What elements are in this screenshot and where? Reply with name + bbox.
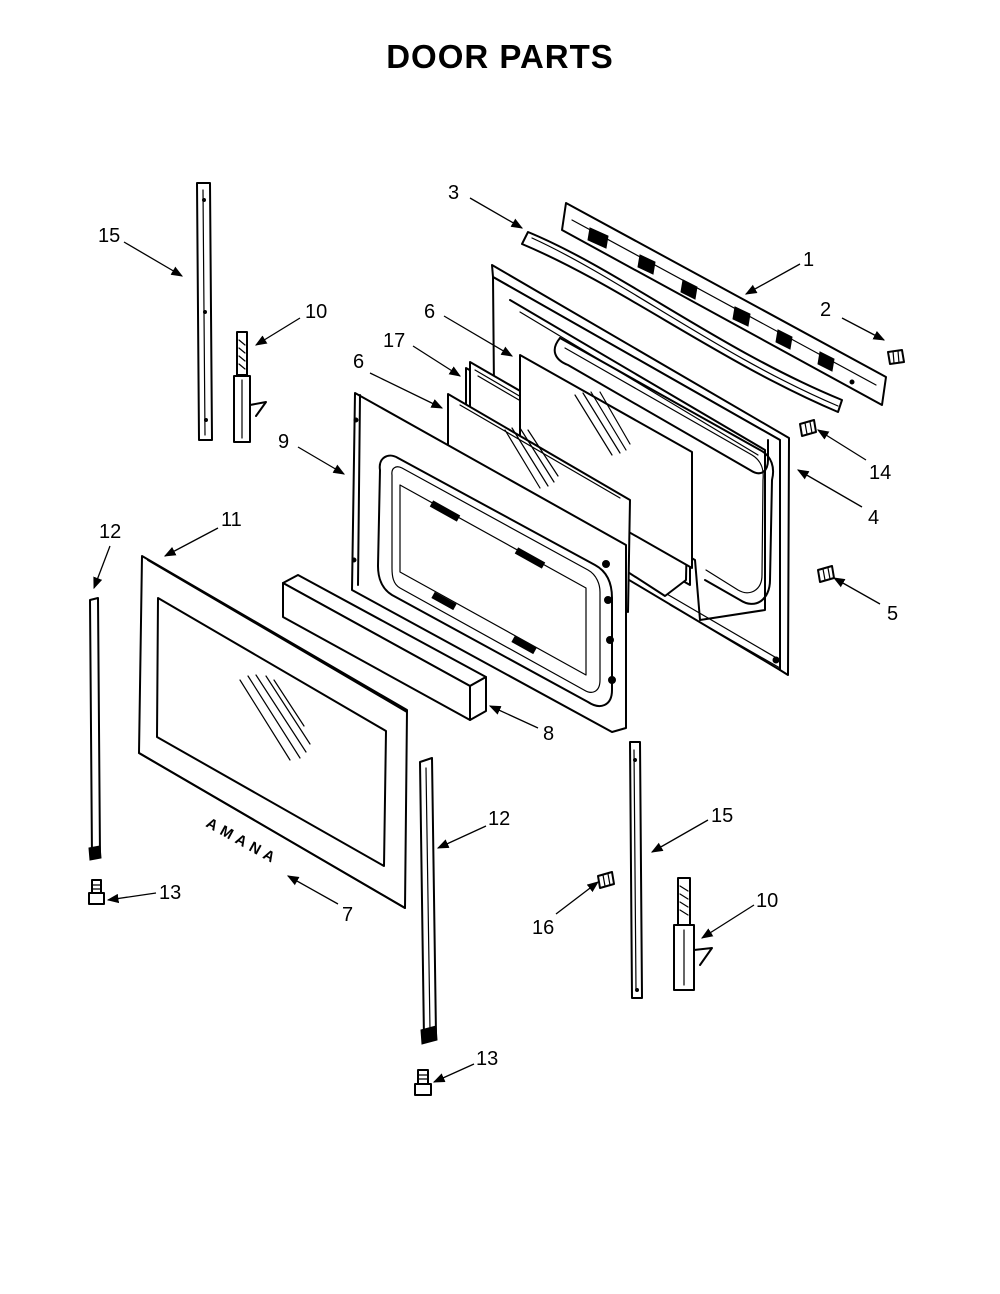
- side-trim-left: [88, 597, 102, 861]
- callout-16: 16: [532, 917, 555, 939]
- hinge-right: [673, 877, 713, 991]
- screw-part-5: [817, 565, 835, 583]
- callout-7: 7: [342, 904, 354, 926]
- callout-17: 17: [383, 330, 406, 352]
- page-title: DOOR PARTS: [386, 38, 614, 75]
- hinge-receptacle-left: [196, 182, 213, 441]
- side-trim-right: [419, 757, 438, 1045]
- screw-part-14: [799, 419, 817, 437]
- callout-8: 8: [543, 723, 555, 745]
- callout-1: 1: [803, 249, 815, 271]
- outer-door-panel: [138, 555, 408, 909]
- callout-13-left: 13: [159, 882, 182, 904]
- callout-5: 5: [887, 603, 899, 625]
- callout-3: 3: [448, 182, 460, 204]
- hinge-left: [233, 331, 267, 443]
- callout-6-front: 6: [353, 351, 365, 373]
- air-deflector: [521, 231, 843, 413]
- callout-10-left: 10: [305, 301, 328, 323]
- callout-14: 14: [869, 462, 892, 484]
- callout-11: 11: [221, 509, 242, 531]
- screw-part-2: [887, 349, 905, 365]
- callout-9: 9: [278, 431, 290, 453]
- callout-6-rear: 6: [424, 301, 436, 323]
- hinge-receptacle-right: [629, 741, 643, 999]
- callout-15-right: 15: [711, 805, 734, 827]
- inner-door-frame: [351, 392, 627, 733]
- inner-glass-rear: [519, 354, 693, 569]
- callout-12-right: 12: [488, 808, 511, 830]
- screw-part-13-left: [88, 879, 105, 905]
- door-insulation: [282, 574, 487, 721]
- callout-15-left: 15: [98, 225, 121, 247]
- callout-13-right: 13: [476, 1048, 499, 1070]
- callout-2: 2: [820, 299, 832, 321]
- door-top-trim: [561, 202, 887, 406]
- leader-lines: [93, 197, 886, 1083]
- callout-10-right: 10: [756, 890, 779, 912]
- callout-12-left: 12: [99, 521, 122, 543]
- callout-4: 4: [868, 507, 880, 529]
- screw-part-16: [597, 871, 615, 889]
- screw-part-13-right: [414, 1069, 432, 1096]
